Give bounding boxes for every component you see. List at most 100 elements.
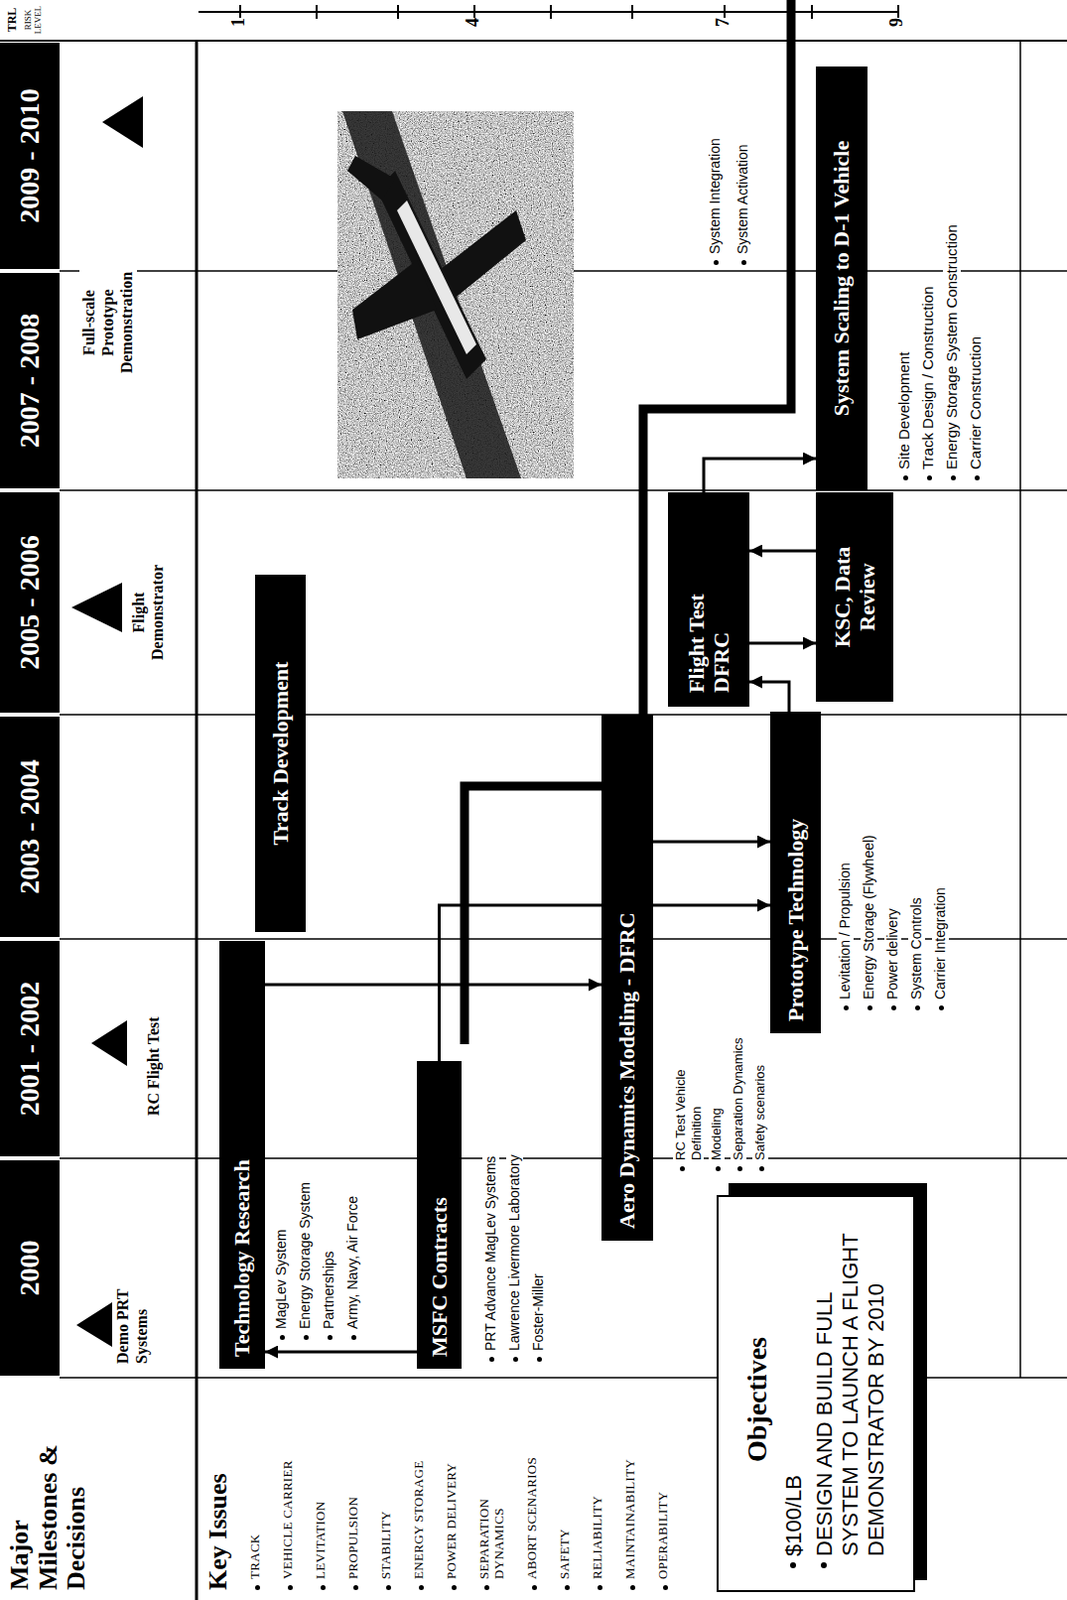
bullet-dot [737, 1166, 743, 1172]
vehicle-photo [337, 111, 574, 479]
box-text: $100/LB [781, 1474, 807, 1557]
label-text: Modeling [708, 1107, 725, 1161]
box-text: Track Development [267, 662, 293, 846]
bullet-item: Energy Storage System [296, 1121, 314, 1340]
year-band: 2007 - 2008 [0, 272, 60, 489]
text-part: $100/LB [781, 1230, 807, 1569]
text-part: 2005 - 2006 [13, 534, 46, 669]
grid-line [59, 1376, 1067, 1379]
phase-box: Technology Research [219, 940, 266, 1369]
trl-tick [473, 4, 476, 19]
box-text: 2003 - 2004 [13, 759, 46, 894]
trl-heading: TRL [5, 1, 19, 38]
label-text: LEVITATION [313, 1501, 329, 1581]
box-text: Flight Test DFRC [683, 563, 735, 693]
bullet-dot [597, 1585, 603, 1591]
label-text: Carrier Integration [932, 887, 949, 1000]
node-content: Prototype Technology [783, 818, 808, 1022]
label-text: VEHICLE CARRIER [280, 1460, 296, 1580]
year-band: 2001 - 2002 [0, 940, 60, 1157]
milestone-label: Full-scale Prototype Demonstration [79, 258, 137, 388]
text-part: MSFC Contracts [426, 1197, 452, 1357]
text-part: 2009 - 2010 [13, 88, 46, 223]
grid-line [1019, 40, 1022, 1378]
key-issue: POWER DELIVERY [444, 1386, 460, 1591]
key-issue: VEHICLE CARRIER [280, 1386, 296, 1591]
key-issue: ABORT SCENARIOS [525, 1386, 540, 1591]
text-part: KSC, Data Review [829, 533, 881, 663]
bullet-item: System Integration [706, 66, 724, 266]
box-text: MSFC Contracts [426, 1197, 452, 1357]
grid-line [59, 713, 1067, 716]
box-text: 2007 - 2008 [13, 313, 46, 448]
bullet-item: PRT Advance MagLev Systems [482, 1093, 500, 1362]
year-band: 2005 - 2006 [0, 492, 60, 713]
bullet-dot [353, 1585, 359, 1591]
milestone-triangle [76, 1302, 113, 1347]
node-content: 2001 - 2002 [13, 981, 46, 1116]
label-text: Track Design / Construction [919, 285, 937, 470]
photo-highlight [397, 200, 477, 355]
bullet-dot [287, 1585, 293, 1591]
box-heading: Objectives [741, 1230, 774, 1569]
bullet-item: Levitation / Propulsion [836, 752, 854, 1011]
bullet-item: System Activation [734, 66, 752, 266]
box-text: 2001 - 2002 [13, 981, 46, 1116]
bullet-dot [513, 1356, 519, 1362]
label-text: System Integration [706, 137, 724, 255]
row-heading: Key Issues [204, 1391, 234, 1591]
node-content: 2007 - 2008 [13, 313, 46, 448]
bullet-dot [790, 1562, 797, 1569]
bullet-dot [915, 1005, 921, 1011]
bullet-dot [327, 1334, 333, 1340]
label-text: Major Milestones & Decisions [5, 1401, 92, 1591]
box-text: KSC, Data Review [829, 533, 881, 663]
label-text: SAFETY [557, 1528, 573, 1580]
label-text: TRACK [248, 1533, 264, 1580]
bullet-dot [867, 1005, 873, 1011]
bullet-item: Safety scenarios [752, 1022, 769, 1172]
label-text: Power delivery [884, 908, 902, 1000]
label-text: RC Flight Test [143, 1016, 163, 1116]
text-part: Track Development [267, 662, 293, 846]
bullet-dot [489, 1356, 495, 1362]
label-text: 7 [713, 17, 734, 27]
bullet-item: Army, Navy, Air Force [344, 1121, 362, 1340]
text-part: Technology Research [229, 1159, 255, 1357]
bullet-item: Lawrence Livermore Laboratory [506, 1093, 524, 1362]
label-text: Army, Navy, Air Force [344, 1196, 362, 1330]
objectives-box: Objectives $100/LBDESIGN AND BUILD FULL S… [716, 1195, 916, 1593]
phase-box: Flight Test DFRC [667, 492, 750, 707]
box-text: 2000 [13, 1240, 46, 1297]
bullet-dot [974, 475, 980, 481]
label-text: Partnerships [320, 1250, 338, 1330]
label-text: Site Development [895, 352, 914, 470]
milestone-label: Flight Demonstrator [129, 547, 167, 677]
box-text: 2009 - 2010 [13, 88, 46, 223]
bullet-dot [741, 260, 747, 266]
phase-box: MSFC Contracts [416, 1061, 462, 1369]
bullet-item: Foster-Miller [530, 1093, 547, 1362]
box-text: DESIGN AND BUILD FULL SYSTEM TO LAUNCH A… [811, 1230, 891, 1557]
year-band: 2000 [0, 1160, 60, 1376]
label-text: Flight Demonstrator [129, 547, 167, 677]
label-text: Carrier Construction [966, 336, 985, 470]
flow-arrow [653, 840, 771, 844]
trl-heading: RISK LEVEL [23, 1, 44, 38]
label-text: ENERGY STORAGE [411, 1461, 427, 1580]
key-issue: OPERABILITY [656, 1386, 671, 1591]
bullet-item: Separation Dynamics [730, 1022, 747, 1172]
bullet-item: Partnerships [320, 1121, 338, 1340]
box-text: Technology Research [229, 1159, 255, 1357]
text-part: 2000 [13, 1240, 46, 1297]
bullet-item: Carrier Construction [966, 162, 985, 481]
grid-line [59, 489, 1067, 492]
label-text: PROPULSION [346, 1496, 362, 1580]
trl-tick [549, 4, 552, 19]
flow-arrow [749, 681, 790, 712]
label-text: Foster-Miller [530, 1273, 547, 1351]
key-issue: ENERGY STORAGE [411, 1386, 427, 1591]
bullet-dot [386, 1585, 392, 1591]
bullet-item: Power delivery [884, 752, 902, 1011]
bullet-dot [820, 1562, 827, 1569]
